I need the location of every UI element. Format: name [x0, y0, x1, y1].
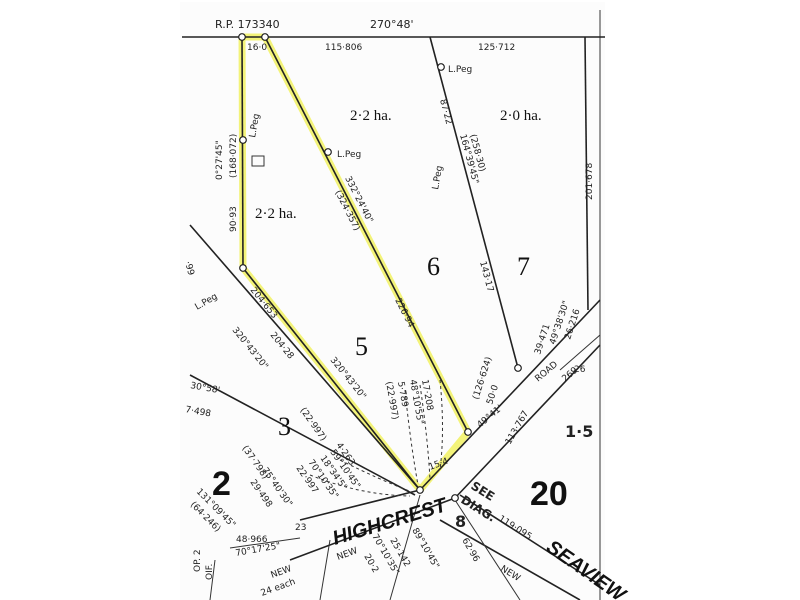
leader-1 — [404, 389, 419, 486]
diagonal-boundary — [264, 36, 469, 433]
plan-reference: R.P. 173340 — [215, 18, 280, 31]
seaview-south-edge — [439, 519, 581, 600]
west-bearing: 0°27'45" — [215, 140, 225, 180]
south-west-boundary — [242, 267, 421, 491]
l-peg-label: L.Peg — [248, 113, 262, 139]
lot-7-number: 7 — [517, 252, 530, 281]
peg-marker — [239, 264, 247, 272]
l-peg-label: L.Peg — [431, 165, 445, 191]
top-bearing: 270°48' — [370, 18, 414, 31]
dist-lot6-top: 115·806 — [325, 43, 362, 53]
peg-marker — [324, 148, 332, 156]
dist-5-789: 5·789 — [395, 381, 409, 408]
highcrest-north-edge — [299, 489, 421, 521]
west-boundary — [241, 36, 244, 269]
leader-5 — [309, 474, 411, 497]
road-frontage-north — [419, 299, 601, 491]
lot8-boundary — [454, 499, 521, 600]
dist-lot7-top: 125·712 — [478, 43, 515, 53]
peg-marker — [464, 428, 472, 436]
lot2-boundary — [189, 374, 416, 496]
lot-7-area: 2·0 ha. — [500, 108, 542, 124]
road-frontage-south — [454, 344, 601, 499]
lot1-boundary — [559, 334, 601, 371]
peg-marker — [437, 63, 445, 71]
lot-23-number: 23 — [295, 523, 306, 533]
west-dist: 90·93 — [229, 206, 239, 232]
l-peg-label: L.Peg — [448, 65, 472, 75]
frontage-short: 16·0 — [247, 43, 267, 53]
highcrest-south-edge — [289, 497, 456, 561]
lot-1-number: 1·5 — [565, 422, 593, 441]
lot-3-number: 3 — [278, 412, 291, 441]
lot3-boundary — [189, 224, 421, 491]
peg-marker — [514, 364, 522, 372]
peg-marker — [451, 494, 459, 502]
l-peg-label: L.Peg — [337, 150, 361, 160]
lot-6-area: 2·2 ha. — [350, 108, 392, 124]
west-dist-paren: (168·072) — [229, 134, 239, 178]
dist-48-966: 48·966 — [236, 535, 268, 545]
lot6-7-boundary — [429, 36, 519, 369]
lower-boundary — [389, 494, 421, 600]
peg-marker — [239, 136, 247, 144]
leader-4 — [339, 459, 413, 493]
dist-7-498: 7·498 — [184, 405, 211, 419]
lot-20-number: 20 — [530, 475, 568, 513]
peg-marker — [261, 33, 269, 41]
lot-26-number: 26 — [574, 365, 586, 375]
peg-marker — [416, 486, 424, 494]
peg-marker — [238, 33, 246, 41]
plan-sheet — [180, 2, 605, 600]
dist-99: ·99 — [182, 260, 195, 277]
lot-23-boundary — [229, 537, 301, 549]
lower-boundary-2 — [319, 539, 331, 600]
op-2-label: OP. 2 — [193, 549, 203, 572]
east-boundary — [584, 36, 589, 311]
building-mark — [251, 155, 265, 167]
dist-201-678: 201·678 — [585, 163, 595, 200]
oif-label: OIF. — [205, 564, 215, 580]
lot-2-number: 2 — [212, 465, 231, 503]
lower-boundary-3 — [209, 559, 216, 600]
lot-8-number: 8 — [455, 512, 466, 531]
lot-5-number: 5 — [355, 332, 368, 361]
lot-6-number: 6 — [427, 252, 440, 281]
lot-5-area-lower: 2·2 ha. — [255, 206, 297, 222]
seaview-north-edge — [459, 494, 601, 586]
